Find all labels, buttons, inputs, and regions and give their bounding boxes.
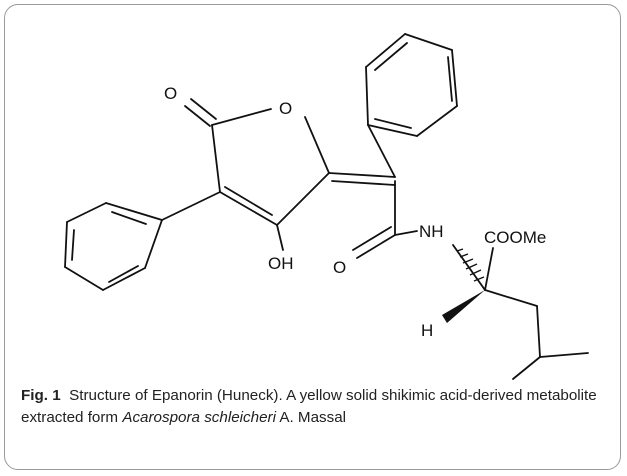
bond-calpha-ch2 <box>484 289 538 307</box>
bond-co-b <box>190 98 217 120</box>
bond-o2-c3 <box>304 116 330 174</box>
bond-amide-co-a <box>356 234 396 259</box>
bond-c4-c5-double <box>224 186 273 216</box>
atom-h: H <box>421 321 433 340</box>
caption-text: Structure of Epanorin (Huneck). A yellow… <box>21 387 597 426</box>
bond-camide-n <box>394 230 418 236</box>
atom-o-amide: O <box>333 258 346 277</box>
bond-c5-ph <box>161 191 221 221</box>
bond-co-a <box>184 105 211 127</box>
bond-c3-c4 <box>276 172 330 226</box>
caption-author: A. Massal <box>279 409 347 426</box>
atom-oh: OH <box>268 254 294 273</box>
atom-o-carbonyl: O <box>164 84 177 103</box>
bond-exo-a <box>328 172 396 178</box>
atom-o-ring: O <box>279 99 292 118</box>
bond-c4-oh <box>276 224 284 251</box>
bond-calpha-cooMe <box>484 247 494 291</box>
atom-cooMe: COOMe <box>484 228 546 247</box>
bond-amide-co-b <box>352 226 392 251</box>
hashed-wedge <box>456 248 485 282</box>
bold-wedge <box>442 290 485 323</box>
bond-c4-c5 <box>219 191 278 226</box>
bond-c-ph2 <box>367 124 396 178</box>
atom-nh: NH <box>419 222 444 241</box>
caption-species: Acarospora schleicheri <box>122 409 276 426</box>
bond-exo-b <box>331 180 396 186</box>
figure-caption: Fig. 1 Structure of Epanorin (Huneck). A… <box>21 385 611 429</box>
figure-label: Fig. 1 <box>21 387 61 404</box>
bond-c1-o2 <box>211 108 272 126</box>
bond-c5-c1 <box>211 124 221 193</box>
figure-frame: O O OH O NH COOMe H Fig. 1 Structure of … <box>4 4 621 470</box>
epanorin-structure: O O OH O NH COOMe H <box>64 33 589 380</box>
